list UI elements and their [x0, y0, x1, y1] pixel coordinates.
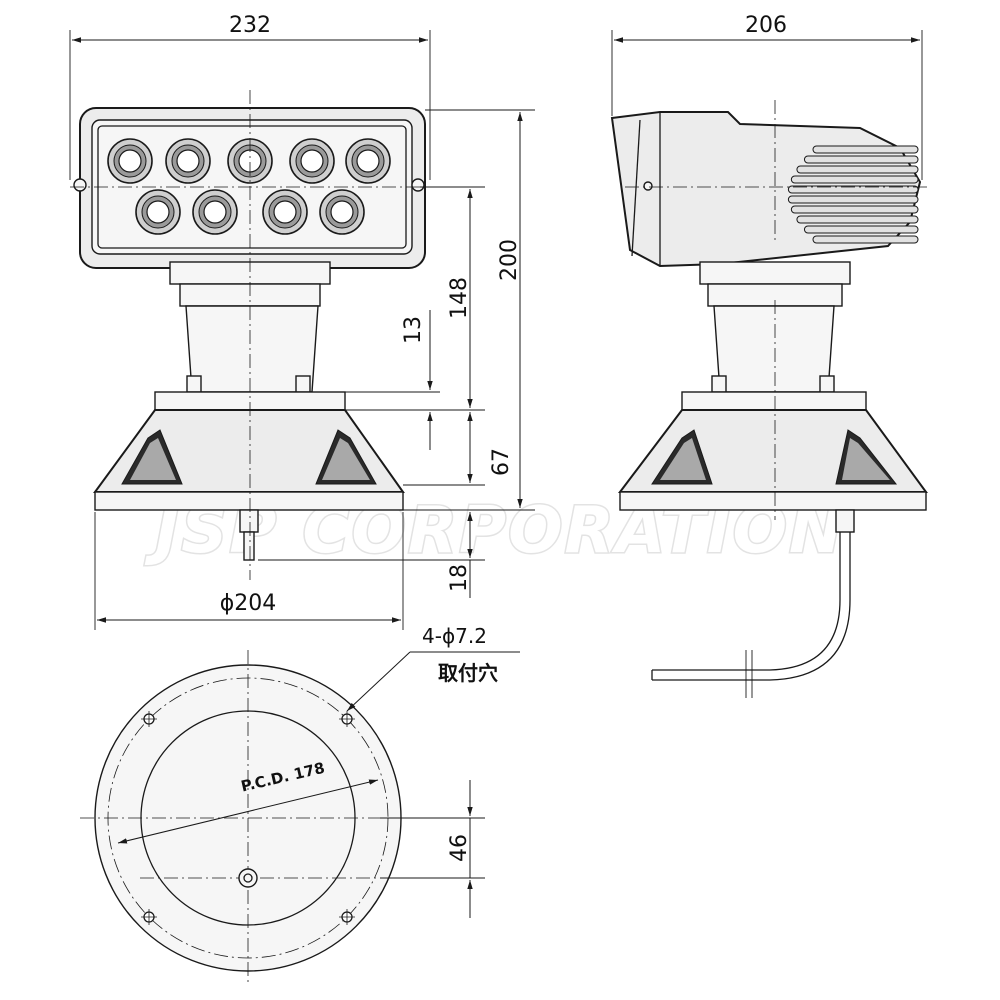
led-1: [107, 138, 153, 184]
dim-base-height: 67: [489, 448, 514, 476]
mounting-hole-2: [338, 908, 355, 925]
cable: [652, 532, 841, 671]
cable-gland-side: [835, 509, 855, 533]
mounting-hole-label: 取付穴: [438, 661, 498, 685]
dim-side-depth: 206: [745, 13, 787, 38]
dim-cable-gland: 18: [447, 564, 472, 592]
fin-2: [803, 155, 919, 164]
led-8: [262, 189, 308, 235]
mounting-hole-1: [338, 711, 355, 728]
fin-7: [790, 205, 919, 214]
mounting-hole-spec: 4-ϕ7.2: [422, 624, 487, 648]
led-4: [289, 138, 335, 184]
side-screw-right: [411, 178, 425, 192]
bolt-right: [295, 375, 311, 393]
base-foot-side: [619, 491, 927, 511]
base-foot: [94, 491, 404, 511]
led-array: [107, 138, 391, 235]
dim-flange-thickness: 13: [401, 316, 426, 344]
pedestal-neck-side: [713, 305, 835, 393]
dim-center-offset: 46: [447, 834, 472, 862]
mounting-hole-3: [141, 908, 158, 925]
dim-front-width: 232: [229, 13, 271, 38]
bottom-view: P.C.D. 178 4-ϕ7.2 取付穴 46: [80, 624, 520, 986]
bolt-left: [186, 375, 202, 393]
led-5: [345, 138, 391, 184]
dim-base-diameter: ϕ204: [220, 591, 277, 616]
led-3: [227, 138, 273, 184]
side-view: [610, 100, 930, 698]
fin-5: [787, 185, 919, 194]
side-pivot: [643, 181, 653, 191]
heat-sink-fins: [787, 145, 919, 244]
led-9: [319, 189, 365, 235]
dim-lamp-to-base: 148: [447, 277, 472, 319]
side-dimensions: 206: [611, 13, 923, 180]
cable-hole: [238, 868, 258, 888]
dim-total-height: 200: [497, 239, 522, 281]
fin-9: [803, 225, 919, 234]
mounting-hole-4: [141, 711, 158, 728]
front-dimensions: 232 200 148 13 67 18 ϕ204: [69, 13, 535, 630]
led-2: [165, 138, 211, 184]
fin-1: [812, 145, 919, 154]
fin-3: [796, 165, 919, 174]
mounting-holes: [141, 711, 355, 925]
fin-6: [787, 195, 919, 204]
led-7: [192, 189, 238, 235]
front-view: [70, 90, 440, 580]
fin-8: [796, 215, 919, 224]
fin-10: [812, 235, 919, 244]
fin-4: [790, 175, 919, 184]
cable-gland-front: [239, 509, 259, 533]
side-screw-left: [73, 178, 87, 192]
led-6: [135, 189, 181, 235]
